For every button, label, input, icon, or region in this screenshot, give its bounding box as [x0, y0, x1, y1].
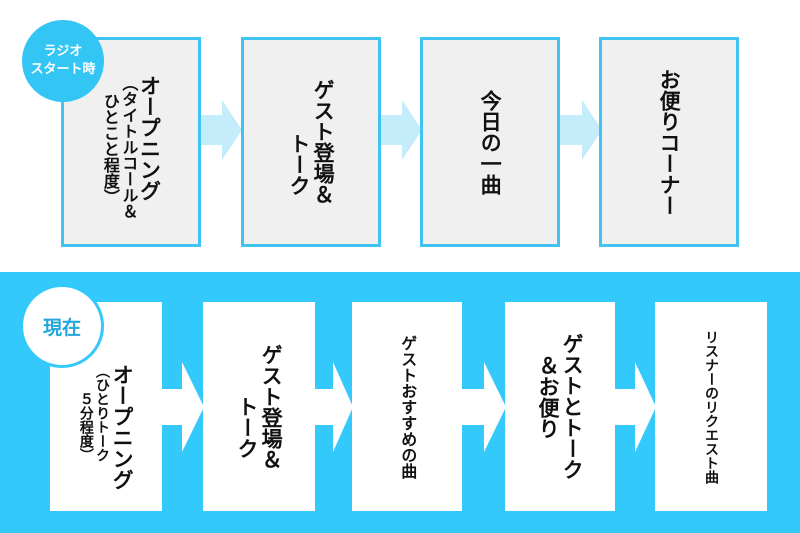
step-note: ひとこと程度） [100, 93, 120, 205]
badge-line: スタート時 [30, 62, 96, 77]
step-title: お便りコーナー [657, 68, 682, 216]
badge-radio-start: ラジオスタート時 [22, 20, 104, 102]
step-song-of-day: 今日の一曲 [420, 37, 560, 247]
bottom-flow: オープニング （ひとりトーク ５分程度） ゲスト登場＆ トーク ゲストおすすめの… [0, 272, 800, 533]
step-guest-talk-old: ゲスト登場＆ トーク [241, 37, 381, 247]
step-note: ５分程度） [77, 391, 94, 462]
step-guest-talk-now: ゲスト登場＆ トーク [203, 302, 315, 511]
step-title: ゲストとトーク [560, 333, 585, 480]
arrow-right-icon [560, 100, 602, 160]
arrow-right-icon [200, 100, 242, 160]
arrow-right-icon [615, 362, 656, 452]
badge-label: 現在 [42, 316, 81, 339]
step-guest-recommended-song: ゲストおすすめの曲 [352, 302, 462, 511]
step-title: ゲスト登場＆ [259, 343, 284, 470]
step-title: オープニング [110, 363, 135, 490]
badge-current: 現在 [20, 284, 104, 368]
step-letters-corner: お便りコーナー [599, 37, 739, 247]
step-title: ゲストおすすめの曲 [398, 334, 418, 479]
badge-line: ラジオ [43, 44, 83, 60]
step-title: オープニング [137, 75, 162, 201]
step-note: （タイトルコール＆ [119, 75, 139, 219]
arrow-right-icon [315, 362, 353, 452]
step-note: （ひとりトーク [94, 363, 111, 462]
step-listener-request: リスナーのリクエスト曲 [655, 302, 767, 511]
step-title: 今日の一曲 [478, 89, 503, 195]
arrow-right-icon [162, 362, 204, 452]
step-title: リスナーのリクエスト曲 [703, 329, 720, 484]
step-title: トーク [235, 395, 259, 459]
step-title: トーク [287, 133, 311, 196]
step-title: ゲスト登場＆ [311, 79, 336, 205]
step-title: ＆お便り [536, 355, 560, 439]
arrow-right-icon [462, 362, 506, 452]
arrow-right-icon [380, 100, 422, 160]
step-guest-talk-letters: ゲストとトーク ＆お便り [505, 302, 615, 511]
